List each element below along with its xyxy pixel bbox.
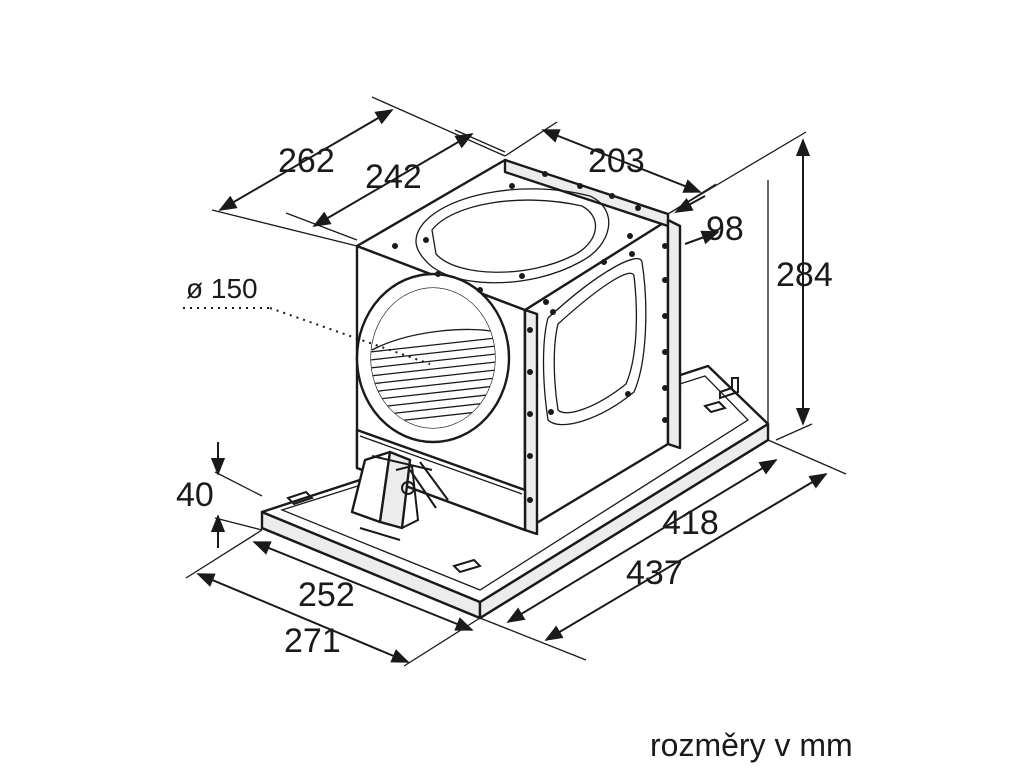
dim-98: 98 (706, 210, 744, 248)
dimension-lines (183, 96, 847, 667)
screw-dots (392, 171, 668, 503)
dim-437: 437 (626, 554, 683, 592)
back-draft-flap (350, 450, 449, 541)
units-caption: rozměry v mm (650, 727, 853, 763)
dim-271: 271 (284, 622, 341, 660)
dim-418: 418 (662, 504, 719, 542)
dim-150: ø 150 (186, 273, 258, 304)
dim-252: 252 (298, 576, 355, 614)
dim-262: 262 (278, 142, 335, 180)
dim-242: 242 (365, 158, 422, 196)
dim-284: 284 (776, 256, 833, 294)
dim-203: 203 (588, 142, 645, 180)
dim-40: 40 (176, 476, 214, 514)
